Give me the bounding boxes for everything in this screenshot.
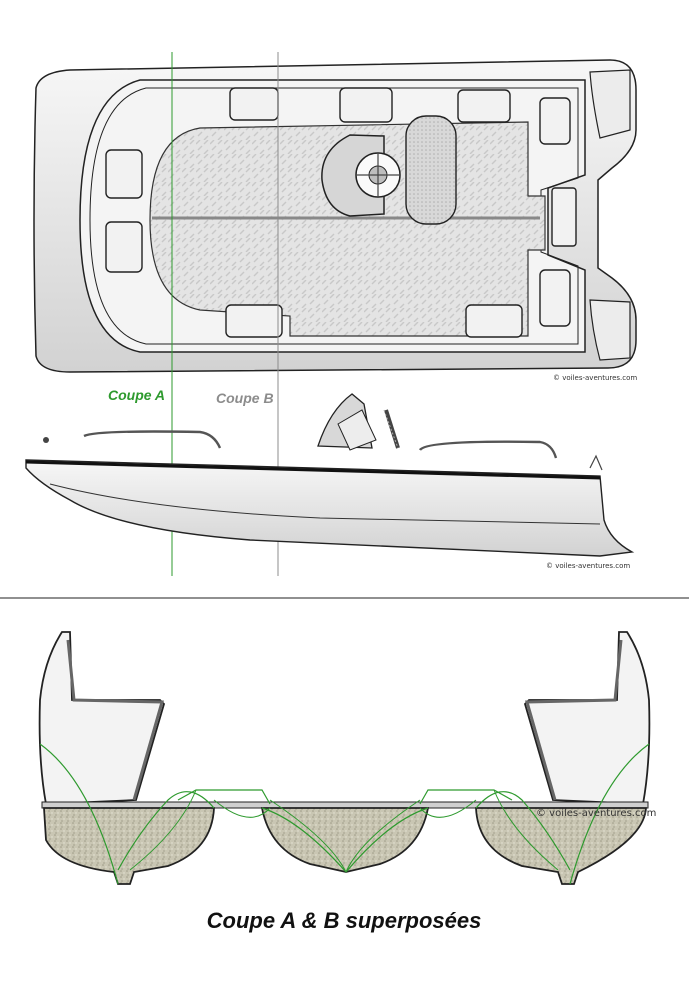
top-view-credit: © voiles-aventures.com — [553, 374, 637, 382]
top-seat-pad — [405, 115, 457, 225]
caption: Coupe A & B superposées — [207, 908, 482, 933]
side-railings — [83, 430, 558, 459]
side-console — [317, 393, 400, 451]
section-view-credit: © voiles-aventures.com — [536, 808, 656, 819]
section-b-label: Coupe B — [216, 390, 274, 406]
top-bow-cap-lower — [589, 299, 631, 361]
top-console — [321, 134, 401, 217]
section-hull-foam — [43, 807, 647, 885]
top-seats — [105, 87, 577, 338]
side-rub-strake — [25, 460, 601, 480]
side-hull-chine — [49, 483, 601, 525]
section-a-curves — [39, 743, 650, 885]
section-right-seatback — [525, 639, 623, 801]
side-view-credit: © voiles-aventures.com — [546, 562, 630, 570]
section-a-label: Coupe A — [108, 387, 165, 403]
side-hull — [25, 459, 635, 557]
side-bow-fitting — [589, 454, 603, 471]
top-tube-line-inner — [89, 87, 579, 345]
section-b-curves — [129, 789, 559, 873]
section-right-tube — [523, 631, 651, 805]
section-view: © voiles-aventures.com — [38, 631, 656, 885]
side-view: Coupe A Coupe B © voiles-aventures.com — [25, 387, 635, 570]
side-stern-fitting — [43, 437, 49, 443]
top-bow-cap — [589, 69, 631, 139]
section-left-tube — [38, 631, 166, 805]
top-view: © voiles-aventures.com — [33, 52, 637, 576]
section-left-seatback — [66, 639, 164, 801]
